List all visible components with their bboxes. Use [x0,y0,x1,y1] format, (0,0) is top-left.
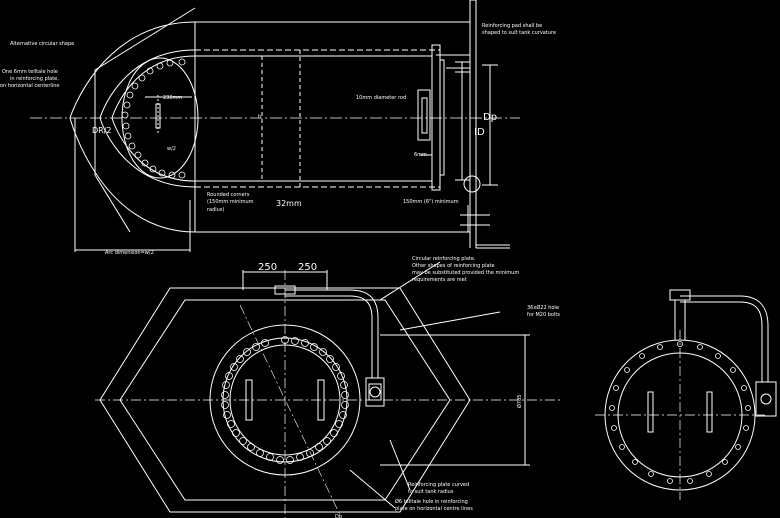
dim-diameter: Ø785 [516,395,523,408]
dim-db: Db [335,514,342,518]
note-reinforcing-pad-2: shaped to suit tank curvature [482,30,556,36]
note-telltale-top-2: in reinforcing plate, [10,76,59,82]
section-view [30,0,520,252]
front-view [95,261,560,518]
note-min-150: 150mm (6") minimum [403,199,459,205]
note-telltale-top-1: One 6mm telltale hole [2,69,58,75]
dim-230: 230mm [163,95,182,101]
note-rounded-2: (150mm minimum [207,199,254,205]
dim-ID: ID [474,127,485,138]
note-telltale-bottom-1: Ø6 telltale hole in reinforcing [395,498,468,505]
right-view [595,289,777,500]
dim-h: h [258,114,261,120]
note-rod: 10mm diameter rod [356,95,406,101]
dim-250-right: 250 [298,262,317,273]
note-circular-plate-4: requirements are met [412,277,467,283]
dim-dr2: DR/2 [92,126,112,135]
dim-Dp: Dp [483,112,497,123]
note-bolt-holes-1: 36xØ22 hole [527,304,559,311]
note-telltale-bottom-2: plate on horizontal centre lines [395,506,473,512]
section-bolts [121,58,186,179]
note-plate-curved-1: Reinforcing plate curved [408,482,469,488]
note-telltale-top-3: on horizontal centerline [0,83,59,89]
note-reinforcing-pad-1: Reinforcing pad shall be [482,23,542,29]
front-labels: 250 250 Circular reinforcing plate. Othe… [258,256,560,518]
dim-w2: w/2 [167,146,176,152]
note-circular-plate-3: may be substituted provided the minimum [412,270,519,276]
dim-32mm: 32mm [276,199,302,208]
note-rounded-1: Rounded corners [207,192,250,198]
section-labels: Reinforcing pad shall be shaped to suit … [0,23,556,256]
note-rounded-3: radius) [207,207,224,213]
note-plate-curved-2: to suit tank radius [408,489,454,495]
note-circular-plate-1: Circular reinforcing plate. [412,256,476,262]
note-bolt-holes-2: for M20 bolts [527,312,560,318]
dim-6mm: 6mm [414,152,427,158]
front-bolts [221,336,349,464]
note-circular-plate-2: Other shapes of reinforcing plate [412,263,495,269]
right-bolts [609,341,751,484]
dim-250-left: 250 [258,262,277,273]
note-arc-dim: Arc dimension=w/2 [105,250,154,256]
note-alternative-shape: Alternative circular shape [10,41,74,47]
